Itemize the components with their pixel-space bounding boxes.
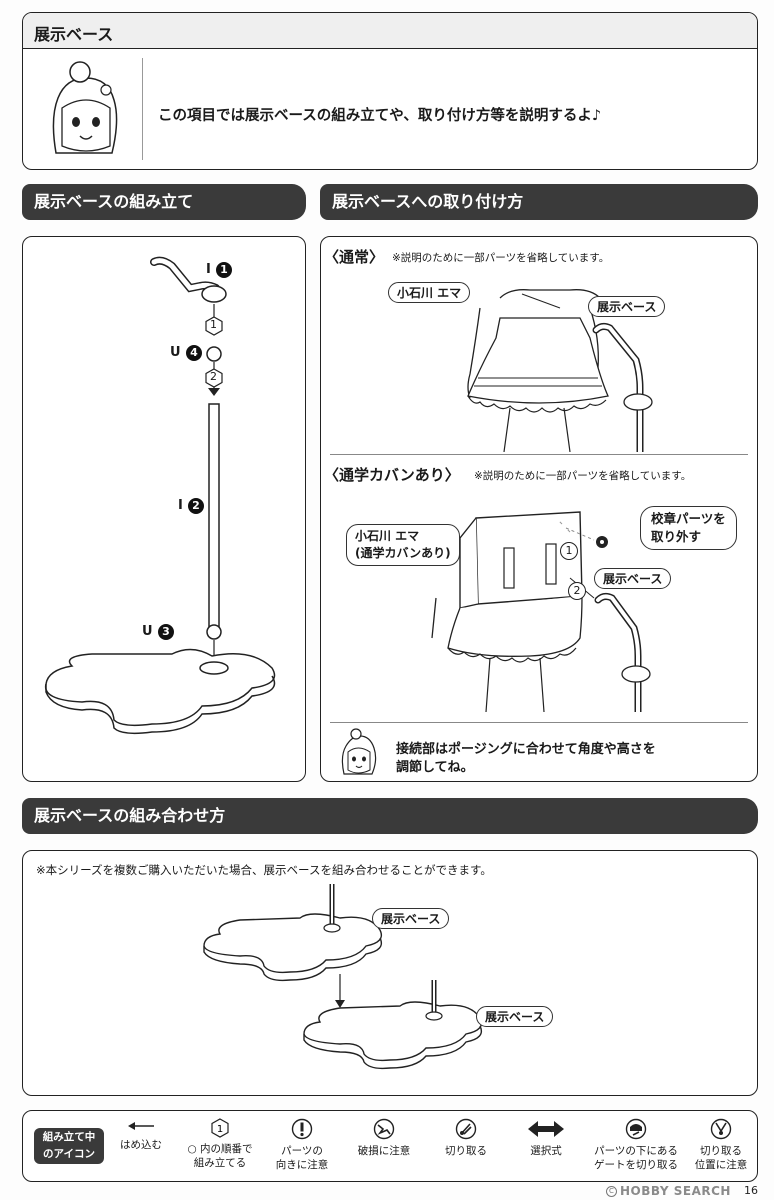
legend-item-direction-line2: 向きに注意 [275,1159,329,1171]
combine-header: 展示ベースの組み合わせ方 [22,798,758,834]
attach-bag-figure-label: 小石川 エマ (通学カバンあり) [346,524,460,566]
assembly-label-i1-letter: I [206,262,211,277]
legend-item-cut-position: 切り取る 位置に注意 [690,1118,752,1172]
guide-character-avatar [52,61,118,154]
legend-item-cut-position-line2: 位置に注意 [694,1159,748,1171]
step-2-number: 2 [210,370,217,383]
assembly-label-u4: U [170,345,181,360]
legend-item-order-line2: 組み立てる [193,1157,247,1169]
hexagon-number-icon: 1 [211,1118,229,1138]
attach-bag-step-2-number: 2 [573,584,581,597]
breakage-icon [373,1118,395,1140]
attach-header-text: 展示ベースへの取り付け方 [332,192,524,211]
assembly-label-i2-letter: I [178,498,183,513]
step-2-hexagon-icon [205,368,223,388]
combine-note: ※本シリーズを複数ご購入いただいた場合、展示ベースを組み合わせることができます。 [36,863,492,877]
attach-bag-note: ※説明のために一部パーツを省略しています。 [474,470,692,482]
watermark-text: HOBBY SEARCH [620,1184,731,1198]
legend-item-gate-line2: ゲートを切り取る [594,1159,678,1171]
assembly-label-i1: I [206,262,211,277]
combine-label-2: 展示ベース [476,1006,554,1027]
assembly-header: 展示ベースの組み立て [22,184,306,220]
assembly-label-u4-number: 4 [186,345,202,361]
assembly-label-u4-letter: U [170,345,181,360]
attach-bag-badge-label: 校章パーツを 取り外す [640,506,737,550]
legend-item-breakage-line1: 破損に注意 [357,1145,411,1157]
attach-tip-line1: 接続部はポージングに合わせて角度や高さを [396,742,656,757]
step-1-number: 1 [210,318,217,331]
attach-normal-figure-label: 小石川 エマ [388,282,471,303]
assembly-label-i2: I [178,498,183,513]
assembly-label-u3-letter: U [142,624,153,639]
double-arrow-icon [528,1121,564,1137]
arrow-left-icon [128,1122,154,1130]
attach-bag-figure-label-line2: (通学カバンあり) [355,546,451,560]
legend-item-cut: 切り取る [436,1118,496,1158]
watermark-copyright-icon: C [606,1185,617,1197]
assembly-label-i1-number: 1 [216,262,232,278]
figure-normal-illustration [467,289,653,452]
intro-divider [142,58,143,160]
legend-title-line2: のアイコン [43,1148,95,1160]
attach-tip-line2: 調節してね。 [396,760,474,775]
watermark-logo: C HOBBY SEARCH [606,1184,731,1198]
legend-title-line1: 組み立て中 [42,1131,96,1143]
assembly-header-text: 展示ベースの組み立て [34,192,194,211]
attach-divider-1 [330,454,748,455]
step-1-hexagon-icon [205,316,223,336]
combine-label-1: 展示ベース [372,908,450,929]
legend-item-direction-line1: パーツの [281,1145,323,1157]
legend-item-cut-position-line1: 切り取る [700,1145,742,1157]
legend-item-direction: パーツの 向きに注意 [270,1118,334,1172]
legend-item-insert-line1: はめ込む [120,1139,162,1151]
attach-bag-badge-label-line1: 校章パーツを [651,511,726,526]
stand-assembly-diagram [44,256,276,735]
attach-bag-badge-label-line2: 取り外す [651,529,702,544]
assembly-label-i2-number: 2 [188,498,204,514]
exclamation-icon [291,1118,313,1140]
intro-text: この項目では展示ベースの組み立てや、取り付け方等を説明するよ♪ [158,108,602,124]
page-number: 16 [744,1184,758,1197]
attach-header: 展示ベースへの取り付け方 [320,184,758,220]
attach-bag-step-1-number: 1 [565,544,573,557]
legend-item-gate-line1: パーツの下にある [594,1145,678,1157]
intro-header-strip [23,13,757,49]
legend-item-order-line1: ○ 内の順番で [187,1143,253,1155]
attach-bag-base-label: 展示ベース [594,568,672,589]
cut-position-icon [710,1118,732,1140]
cutting-icon [455,1118,477,1140]
attach-bag-step-2: 2 [568,582,586,600]
attach-bag-title: 〈通学カバンあり〉 [324,466,460,484]
attach-bag-figure-label-line1: 小石川 エマ [355,529,420,543]
attach-normal-title: 〈通常〉 [324,248,385,266]
combined-bases-illustration [203,884,483,1070]
intro-header: 展示ベース [34,25,114,44]
legend-item-gate: パーツの下にある ゲートを切り取る [588,1118,684,1172]
assembly-label-u3-number: 3 [158,624,174,640]
legend-item-breakage: 破損に注意 [352,1118,416,1158]
attach-divider-2 [330,722,748,723]
tip-character-avatar [341,728,377,775]
assembly-label-u3: U [142,624,153,639]
legend-item-select-line1: 選択式 [530,1145,562,1157]
legend-item-select: 選択式 [516,1118,576,1158]
attach-bag-step-1: 1 [560,542,578,560]
svg-text:1: 1 [217,1124,223,1135]
attach-normal-note: ※説明のために一部パーツを省略しています。 [392,252,610,264]
gate-cut-icon [625,1118,647,1140]
legend-title: 組み立て中 のアイコン [34,1128,104,1164]
legend-item-insert: はめ込む [114,1118,168,1152]
attach-normal-base-label: 展示ベース [588,296,666,317]
legend-item-cut-line1: 切り取る [445,1145,487,1157]
figure-bag-illustration [431,511,651,712]
legend-item-order: 1 ○ 内の順番で 組み立てる [182,1118,258,1170]
combine-header-text: 展示ベースの組み合わせ方 [34,806,226,825]
